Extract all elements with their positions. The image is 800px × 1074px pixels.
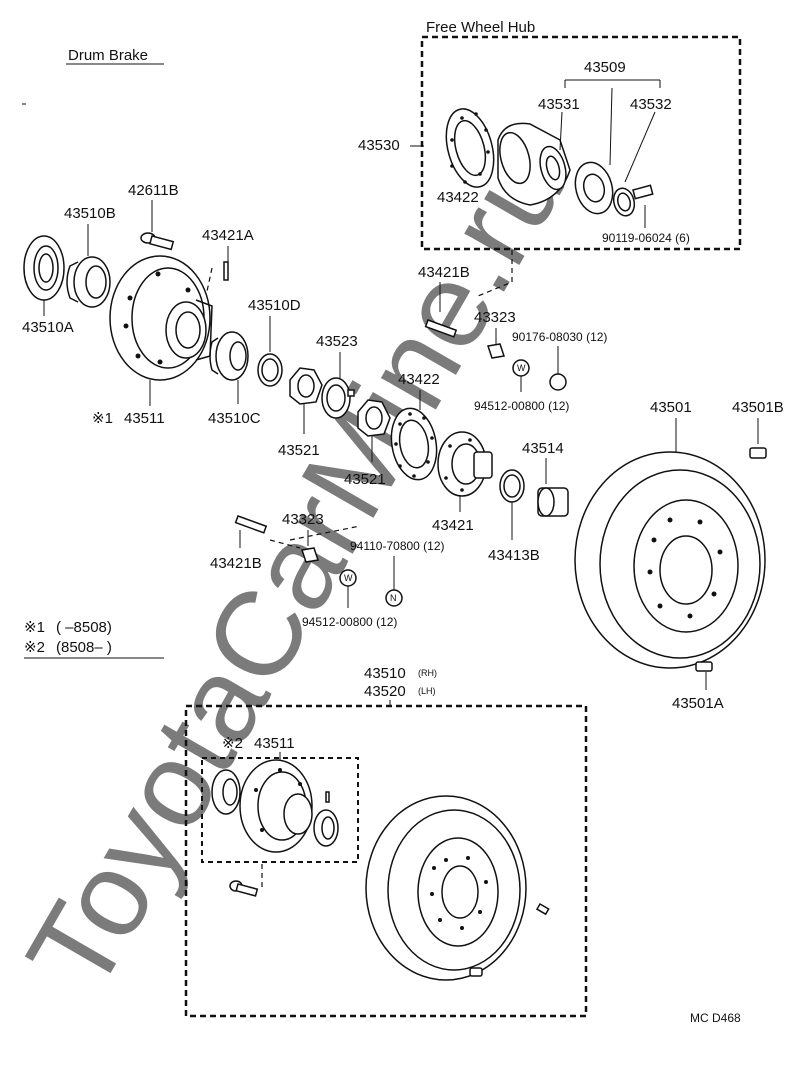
part-43510-label: 43510 (364, 665, 406, 682)
part-43520-label: 43520 (364, 683, 406, 700)
part-43521-b-label: 43521 (344, 471, 386, 488)
hub-sub-box (201, 757, 359, 863)
gasket-43422-top (445, 108, 495, 188)
bolt-90176-symbol (549, 373, 567, 391)
part-43520-side: (LH) (418, 686, 436, 696)
cone-43323-low (301, 547, 319, 563)
free-wheel-hub-heading: Free Wheel Hub (426, 19, 535, 36)
leader-43532 (624, 111, 656, 183)
drum-brake-heading: Drum Brake (68, 47, 148, 64)
part-43413B-label: 43413B (488, 547, 540, 564)
note-1-mark: ※1 (24, 619, 45, 636)
snap-ring-43510D (257, 353, 283, 387)
note-1-range: ( –8508) (56, 619, 112, 636)
stud-43421B-top (424, 319, 458, 338)
part-43510B-label: 43510B (64, 205, 116, 222)
hub-connector-dashed (477, 250, 513, 297)
part-90176-label: 90176-08030 (12) (512, 330, 607, 344)
part-43511b-label: 43511 (254, 735, 295, 752)
brake-drum-43501 (574, 451, 766, 669)
snap-ring-43532 (612, 187, 636, 217)
part-90119-label: 90119-06024 (6) (602, 231, 690, 245)
drum-bolt-small (535, 902, 550, 916)
free-wheel-hub-body (497, 122, 571, 206)
washer-w-top-letter: W (517, 363, 526, 373)
nut-n-symbol (385, 589, 403, 607)
note-2-mark: ※2 (24, 639, 45, 656)
cap-43514 (537, 487, 569, 517)
lock-washer-43523 (321, 377, 355, 419)
leader-43509-inner (609, 87, 613, 166)
part-43510C-label: 43510C (208, 410, 261, 427)
bolt-42611B (140, 232, 175, 251)
part-43531-label: 43531 (538, 96, 580, 113)
part-43510D-label: 43510D (248, 297, 301, 314)
stud-path-dashed (205, 267, 213, 297)
part-43501A-label: 43501A (672, 695, 724, 712)
nut-43521-a (289, 367, 323, 405)
part-43501-label: 43501 (650, 399, 692, 416)
part-43511b-mark: ※2 (222, 735, 243, 752)
bolt-90119 (632, 184, 654, 228)
part-43521-a-label: 43521 (278, 442, 320, 459)
part-43510-side: (RH) (418, 668, 437, 678)
part-43323-low-label: 43323 (282, 511, 324, 528)
diagram-code: MC D468 (690, 1011, 741, 1025)
stud-43421B-low (234, 515, 268, 534)
drive-flange-43421 (437, 431, 493, 497)
hub-bolt-lower (229, 880, 259, 897)
part-43323-top-label: 43323 (474, 309, 516, 326)
plug-43501A (695, 661, 713, 672)
cone-low-dashed (289, 525, 361, 541)
bearing-43510B (66, 256, 111, 308)
part-43523-label: 43523 (316, 333, 358, 350)
part-42611B-label: 42611B (128, 182, 179, 199)
assembly-box (184, 704, 588, 1018)
part-43422-top-label: 43422 (437, 189, 479, 206)
hub-43511b-assembly (211, 759, 339, 853)
part-43509-label: 43509 (584, 59, 626, 76)
axle-hub-43511 (109, 255, 213, 381)
part-43421B-low-label: 43421B (210, 555, 262, 572)
seal-43510A (23, 235, 65, 301)
part-43530-label: 43530 (358, 137, 400, 154)
note-2-range: (8508– ) (56, 639, 112, 656)
drum-plug-small (469, 967, 483, 977)
stud-43421A (223, 261, 229, 281)
part-94110-label: 94110-70800 (12) (350, 539, 445, 553)
nut-n-letter: N (390, 593, 397, 603)
part-43511-label: 43511 (124, 410, 165, 427)
bolt-43501B (749, 447, 767, 459)
part-94512-low-label: 94512-00800 (12) (302, 615, 397, 629)
bearing-43510C (209, 331, 249, 381)
leader-43531 (559, 111, 563, 151)
nut-43521-b (357, 399, 391, 437)
part-43421-label: 43421 (432, 517, 474, 534)
part-43514-label: 43514 (522, 440, 564, 457)
washer-w-low-letter: W (344, 573, 353, 583)
free-wheel-hub-box (420, 35, 742, 251)
part-43421A-label: 43421A (202, 227, 254, 244)
part-43422-mid-label: 43422 (398, 371, 440, 388)
part-43501B-label: 43501B (732, 399, 784, 416)
part-43532-label: 43532 (630, 96, 672, 113)
gasket-43422-mid (390, 407, 438, 481)
part-43421B-top-label: 43421B (418, 264, 470, 281)
cone-43323-top (487, 343, 505, 359)
part-94512-top-label: 94512-00800 (12) (474, 399, 569, 413)
clutch-gear (574, 161, 614, 215)
part-43510A-label: 43510A (22, 319, 74, 336)
brake-drum-assembly (365, 795, 527, 981)
part-43511-mark: ※1 (92, 410, 113, 427)
snap-ring-43413B (499, 469, 525, 503)
